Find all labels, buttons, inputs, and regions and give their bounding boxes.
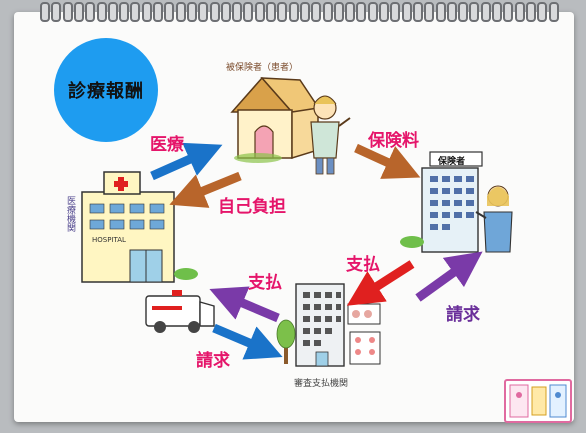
binding-ring bbox=[514, 2, 525, 22]
binding-ring bbox=[153, 2, 163, 22]
binding-ring bbox=[492, 2, 502, 22]
binding-ring bbox=[390, 2, 401, 22]
binding-ring bbox=[220, 2, 231, 22]
binding-ring bbox=[198, 2, 209, 22]
binding-ring bbox=[401, 2, 412, 22]
binding-ring bbox=[51, 2, 62, 22]
binding-ring bbox=[424, 2, 435, 22]
binding-ring bbox=[311, 2, 322, 22]
review-org-label: 審査支払機関 bbox=[294, 379, 349, 389]
hospital-vertical-label: 医療機関 bbox=[65, 196, 75, 232]
arrow-claim-review bbox=[212, 323, 283, 360]
insured-label: 被保険者（患者） bbox=[226, 63, 299, 73]
binding-ring bbox=[435, 2, 446, 22]
binding-ring bbox=[73, 2, 84, 22]
house-illustration bbox=[230, 76, 322, 163]
arrow-premium bbox=[354, 143, 421, 179]
binding-ring bbox=[266, 2, 276, 22]
binding-ring bbox=[480, 2, 491, 22]
ambulance-illustration bbox=[145, 290, 215, 333]
binding-ring bbox=[209, 2, 220, 22]
binding-ring bbox=[367, 2, 378, 22]
binding-ring bbox=[446, 2, 457, 22]
binding-ring bbox=[243, 2, 254, 22]
logo-badge bbox=[504, 379, 572, 423]
binding-ring bbox=[175, 2, 186, 22]
binding-ring bbox=[141, 2, 152, 22]
binding-ring bbox=[322, 2, 333, 22]
arrow-payment-review bbox=[209, 286, 280, 323]
title-circle: 診療報酬 bbox=[54, 38, 158, 142]
binding-ring bbox=[62, 2, 73, 22]
flow-arrows bbox=[150, 142, 483, 360]
arrow-payment-insurer bbox=[346, 260, 415, 306]
binding-ring bbox=[119, 2, 130, 22]
binding-ring bbox=[469, 2, 480, 22]
binding-ring bbox=[333, 2, 344, 22]
binding-ring bbox=[85, 2, 96, 22]
binding-ring bbox=[277, 2, 288, 22]
binding-ring bbox=[345, 2, 356, 22]
hospital-illustration bbox=[81, 171, 198, 283]
flow-label-claim-insurer: 請求 bbox=[446, 305, 480, 325]
binding-ring bbox=[130, 2, 141, 22]
insurer-building-illustration bbox=[400, 151, 513, 253]
insurer-sign-label: 保険者 bbox=[438, 157, 466, 167]
flow-label-medical-care: 医療 bbox=[150, 135, 184, 155]
binding-ring bbox=[503, 2, 514, 22]
flow-label-payment-insurer: 支払 bbox=[346, 255, 380, 275]
hospital-sign-label: HOSPITAL bbox=[92, 236, 126, 244]
binding-ring bbox=[356, 2, 367, 22]
flow-label-claim-review: 請求 bbox=[196, 351, 230, 371]
binding-ring bbox=[186, 2, 197, 22]
binding-ring bbox=[537, 2, 548, 22]
binding-ring bbox=[254, 2, 265, 22]
binding-ring bbox=[525, 2, 536, 22]
binding-ring bbox=[548, 2, 559, 22]
arrow-copay bbox=[169, 171, 242, 208]
binding-ring bbox=[40, 2, 50, 22]
arrow-medical-care bbox=[150, 142, 223, 181]
flow-label-premium: 保険料 bbox=[368, 131, 419, 151]
flow-label-payment-review: 支払 bbox=[248, 273, 282, 293]
binding-ring bbox=[232, 2, 243, 22]
binding-ring bbox=[379, 2, 389, 22]
insured-person-illustration bbox=[310, 95, 351, 175]
binding-ring bbox=[299, 2, 310, 22]
binding-ring bbox=[288, 2, 299, 22]
flow-label-copay: 自己負担 bbox=[218, 197, 286, 217]
logo-illustration bbox=[509, 384, 567, 418]
binding-ring bbox=[458, 2, 469, 22]
binding-ring bbox=[164, 2, 175, 22]
binding-ring bbox=[96, 2, 107, 22]
binding-ring bbox=[107, 2, 118, 22]
diagram-title: 診療報酬 bbox=[68, 81, 144, 102]
binding-ring bbox=[412, 2, 423, 22]
arrow-claim-insurer bbox=[415, 251, 483, 302]
